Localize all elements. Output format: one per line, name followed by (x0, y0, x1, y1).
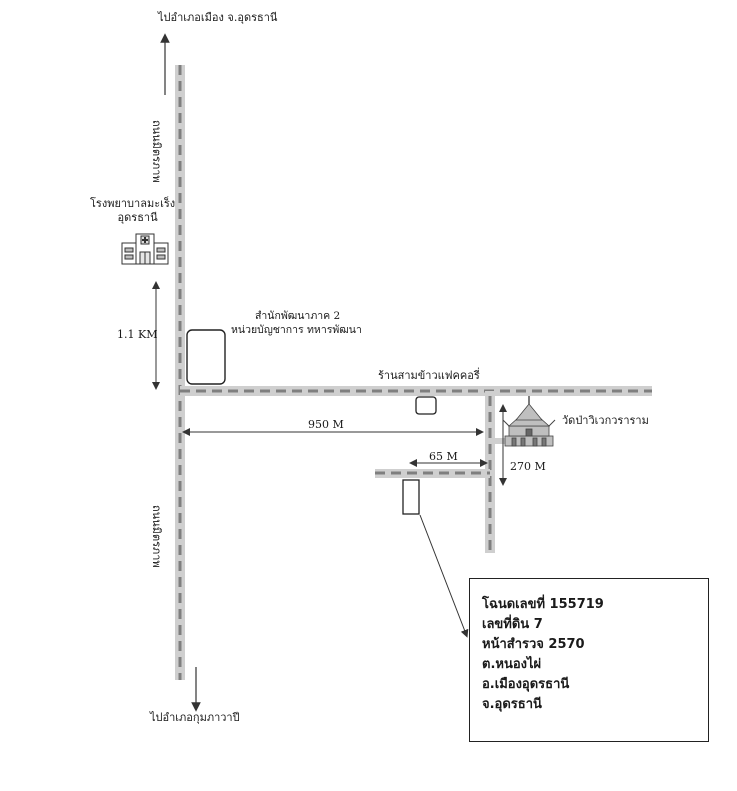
distance-label-950m: 950 M (308, 418, 344, 431)
plot-leader-line (419, 514, 469, 638)
shop-building (415, 396, 437, 415)
main-road-vertical (175, 65, 185, 680)
distance-label-65m: 65 M (429, 450, 458, 463)
north-direction-label: ไปอำเภอเมือง จ.อุดรธานี (158, 11, 278, 24)
south-direction-label: ไปอำเภอกุมภาวาปี (150, 711, 240, 724)
distance-label-270m: 270 M (510, 460, 546, 473)
shop-label: ร้านสามข้าวแฟคคอรี่ (378, 369, 480, 382)
survey-page: หน้าสำรวจ 2570 (482, 637, 585, 652)
office-label-line1: สำนักพัฒนาภาค 2 (255, 310, 341, 322)
temple-label: วัดป่าวิเวกวราราม (562, 414, 649, 427)
temple-icon (502, 396, 556, 447)
province: จ.อุดรธานี (482, 697, 542, 712)
main-road-horizontal (180, 386, 652, 396)
office-label-line2: หน่วยบัญชาการ ทหารพัฒนา (231, 324, 362, 336)
deed-number: โฉนดเลขที่ 155719 (482, 597, 604, 612)
road-name-lower: ถนนมิตรภาพ (150, 505, 163, 568)
distance-label-1-1km: 1.1 KM (117, 328, 158, 341)
plot-road (375, 469, 490, 478)
land-number: เลขที่ดิน 7 (482, 617, 543, 632)
land-info-box: โฉนดเลขที่ 155719 เลขที่ดิน 7 หน้าสำรวจ … (469, 578, 709, 742)
land-plot (402, 479, 420, 515)
hospital-icon (121, 233, 169, 265)
road-name-upper: ถนนมิตรภาพ (150, 120, 163, 183)
hospital-label: โรงพยาบาลมะเร็ง อุดรธานี (90, 197, 175, 225)
office-building (186, 329, 226, 385)
office-label: สำนักพัฒนาภาค 2 หน่วยบัญชาการ ทหารพัฒนา (231, 309, 362, 337)
district: อ.เมืองอุดรธานี (482, 677, 570, 692)
hospital-label-line1: โรงพยาบาลมะเร็ง (90, 197, 176, 210)
subdistrict: ต.หนองไผ่ (482, 657, 542, 672)
hospital-label-line2: อุดรธานี (117, 211, 158, 224)
